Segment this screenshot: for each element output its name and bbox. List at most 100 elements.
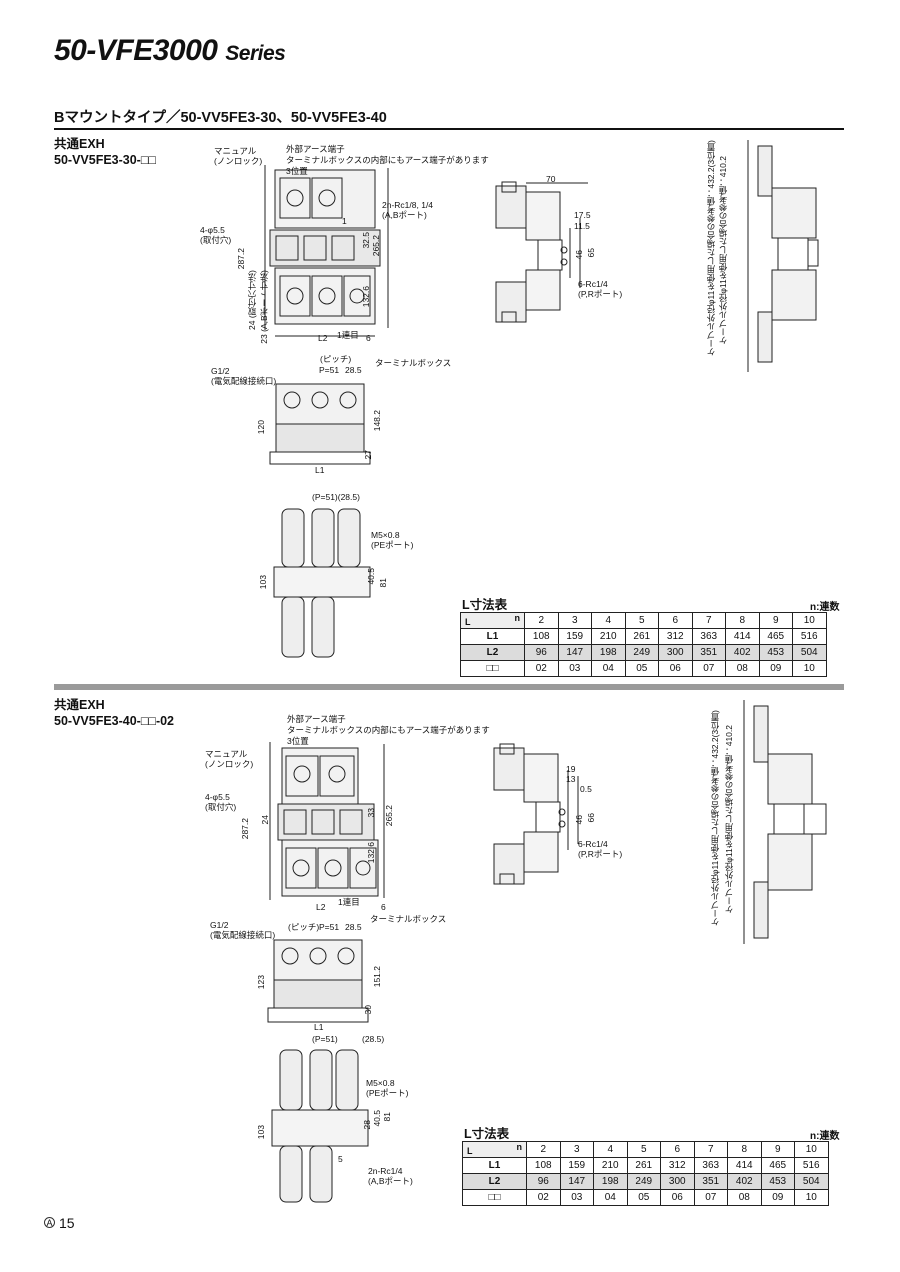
ltable1-n: 10	[792, 612, 827, 629]
block2-dim-6: 6	[381, 902, 386, 912]
block1-pe-port-callout: M5×0.8 (PEポート)	[371, 530, 414, 550]
block2-dim-L1: L1	[314, 1022, 324, 1032]
block2-dim-p51: P=51	[319, 922, 340, 932]
block1-top-view-drawing	[270, 380, 370, 470]
block1-dim-1: 1	[342, 216, 347, 226]
block1-front-view-drawing	[250, 160, 400, 340]
section-separator-band	[54, 684, 844, 690]
ltable1-n: 9	[758, 612, 793, 629]
block2-cable-max-note: ケーブル外径φ11を使用した場合の参考値：432.2(3位置)	[710, 710, 720, 926]
block1-terminal-box-callout: ターミナルボックス	[375, 358, 452, 368]
block1-pos3-label: 3位置	[286, 166, 308, 176]
ltable1-title: L寸法表	[462, 598, 508, 612]
block2-dim-151-2: 151.2	[372, 966, 382, 988]
block2-pos3-label: 3位置	[287, 736, 309, 746]
block2-mount-hole-callout: 4-φ5.5 (取付穴)	[205, 792, 237, 812]
block2-dim-66: 66	[586, 813, 596, 823]
block2-dim-123: 123	[256, 975, 266, 990]
block2-station1-label: 1連目	[338, 897, 360, 907]
block1-dim-23: 23 (A,Bポート寸法)	[259, 270, 269, 344]
ltable1-n: 4	[591, 612, 626, 629]
block1-bottom-view-drawing	[272, 505, 382, 665]
block1-dim-40-5: 40.5	[366, 568, 376, 585]
block2-model: 50-VV5FE3-40-□□-02	[54, 714, 175, 728]
block2-dim-103: 103	[256, 1125, 266, 1140]
block2-front-view-drawing	[262, 738, 412, 908]
block1-manual-callout: マニュアル (ノンロック)	[214, 146, 263, 166]
ltable1-n: 2	[524, 612, 559, 629]
block1-model: 50-VV5FE3-30-□□	[54, 153, 156, 167]
block2-cable-ref-note: ケーブル外径φ11を使用した場合の参考値：410.2	[724, 725, 734, 914]
block1-dim-103: 103	[258, 575, 268, 590]
block2-ground-ext-callout: 外部アース端子	[287, 714, 346, 724]
block1-dim-32-5: 32.5	[361, 232, 371, 249]
block2-top-view-drawing	[268, 936, 368, 1028]
block1-label: 共通EXH	[54, 137, 105, 151]
block1-pitch-label: (ピッチ)	[320, 354, 352, 364]
series-title: 50-VFE3000 Series	[54, 34, 286, 67]
block1-dim-46: 46	[574, 250, 584, 260]
block1-dim-11-5: 11.5	[574, 221, 590, 231]
block1-dim-28-5: 28.5	[345, 365, 362, 375]
block1-dim-p51b: (P=51)(28.5)	[312, 492, 360, 502]
block1-g-port-callout: G1/2 (電気配線接続口)	[211, 366, 277, 386]
block2-label: 共通EXH	[54, 698, 105, 712]
block1-cable-view-drawing	[738, 140, 838, 380]
block2-pitch-label: (ピッチ)	[288, 922, 320, 932]
block1-dim-65: 65	[586, 248, 596, 258]
block1-ports-pr-callout: 6-Rc1/4 (P,Rポート)	[578, 279, 623, 299]
block2-g-port-callout: G1/2 (電気配線接続口)	[210, 920, 276, 940]
block1-ports-ab-callout: 2n-Rc1/8, 1/4 (A,Bポート)	[382, 200, 434, 220]
block2-ports-pr-callout: 6-Rc1/4 (P,Rポート)	[578, 839, 623, 859]
block1-cable-max-note: ケーブル外径φ11を使用した場合の参考値：432.2(3位置)	[706, 140, 716, 356]
block1-dim-L1: L1	[315, 465, 325, 475]
block2-bottom-view-drawing	[270, 1046, 380, 1206]
ltable1-n: 5	[624, 612, 659, 629]
block1-ground-ext-callout: 外部アース端子	[286, 144, 345, 154]
block1-side-view-drawing	[488, 178, 598, 328]
block2-ports-ab-callout: 2n-Rc1/4 (A,Bポート)	[368, 1166, 413, 1186]
block1-dim-120: 120	[256, 420, 266, 435]
ltable2-title: L寸法表	[464, 1127, 510, 1141]
block1-dim-17-5: 17.5	[574, 210, 591, 220]
block2-dim-287-2: 287.2	[240, 818, 250, 840]
block1-station1-label: 1連目	[337, 330, 359, 340]
block2-dim-132-6: 132.6	[366, 842, 376, 864]
block2-dim-28-5: 28.5	[345, 922, 362, 932]
block1-dim-L2: L2	[318, 333, 328, 343]
catalog-mark-icon: A	[44, 1217, 55, 1228]
block2-manual-callout: マニュアル (ノンロック)	[205, 749, 254, 769]
ltable1-unit: n:連数	[810, 602, 840, 613]
block2-dim-28: 28	[362, 1120, 372, 1130]
block2-dim-0-5: 0.5	[580, 784, 592, 794]
block1-dim-27: 27	[363, 450, 373, 460]
ltable1-n: 3	[557, 612, 592, 629]
block1-dim-70: 70	[546, 174, 556, 184]
block2-dim-46: 46	[574, 815, 584, 825]
ltable1-n: 6	[658, 612, 693, 629]
block2-dim-5: 5	[338, 1154, 343, 1164]
block2-dim-L2: L2	[316, 902, 326, 912]
block2-side-view-drawing	[488, 740, 598, 890]
block2-terminal-box-callout: ターミナルボックス	[370, 914, 447, 924]
block2-dim-p51b: (P=51)	[312, 1034, 338, 1044]
block1-dim-287-2: 287.2	[236, 248, 246, 270]
ltable1-n: 7	[691, 612, 726, 629]
block2-dim-28-5b: (28.5)	[362, 1034, 385, 1044]
ltable1-n: 8	[725, 612, 760, 629]
block2-dim-81: 81	[382, 1112, 392, 1122]
block2-dim-19: 19	[566, 764, 576, 774]
block1-ground-note: ターミナルボックスの内部にもアース端子があります	[286, 155, 489, 165]
block1-mount-hole-callout: 4-φ5.5 (取付穴)	[200, 225, 232, 245]
block2-dim-13: 13	[566, 774, 576, 784]
